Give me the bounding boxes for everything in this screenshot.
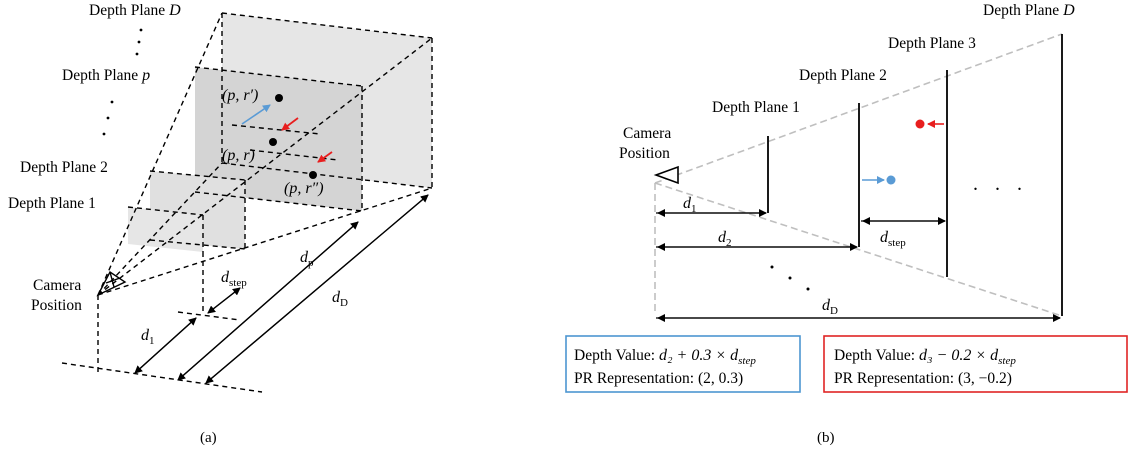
blue-info-box xyxy=(565,335,801,393)
blue-box-depth-value: Depth Value: d₂ + 0.3 × dstep xyxy=(574,347,756,367)
point-p-r-prime xyxy=(275,94,283,102)
dD-arrow-back xyxy=(205,194,429,384)
label-depth-plane-1-b: Depth Plane 1 xyxy=(712,99,800,116)
caption-a: (a) xyxy=(200,430,217,446)
label-depth-plane-1-a: Depth Plane 1 xyxy=(8,195,96,212)
label-depth-plane-D-a: Depth Plane D xyxy=(89,2,181,19)
dp-arrow-back xyxy=(177,221,359,381)
label-camera-b-line2: Position xyxy=(619,145,670,162)
panel-b: . . . Depth Plane D Depth Plane 3 Depth … xyxy=(565,2,1128,446)
label-depth-plane-p: Depth Plane p xyxy=(62,67,150,84)
red-info-box xyxy=(823,335,1128,393)
label-d1-b: d1 xyxy=(683,195,697,215)
point-p-r xyxy=(269,138,277,146)
red-arrow-a-1 xyxy=(281,117,299,131)
camera-icon-a xyxy=(96,270,127,297)
frustum-guides-b xyxy=(654,33,1063,317)
label-dstep-b: dstep xyxy=(880,229,906,249)
label-d2-b: d2 xyxy=(718,229,732,249)
blue-box-pr-representation: PR Representation: (2, 0.3) xyxy=(574,370,743,387)
label-dp: dp xyxy=(300,249,314,269)
camera-icon-b xyxy=(653,165,679,185)
frustum-dashed-lines xyxy=(61,12,433,393)
d1-arrow-back xyxy=(134,317,197,374)
label-depth-plane-2-a: Depth Plane 2 xyxy=(20,159,108,176)
dstep-arrow-back xyxy=(207,287,241,314)
label-depth-plane-2-b: Depth Plane 2 xyxy=(799,67,887,84)
red-box-depth-value: Depth Value: d₃ − 0.2 × dstep xyxy=(834,347,1016,367)
ellipsis-horizontal: . . . xyxy=(973,173,1028,195)
red-arrow-a-2 xyxy=(317,151,333,163)
label-dD-b: dD xyxy=(822,297,838,317)
label-point-p-r-dprime: (p, r″) xyxy=(284,180,324,197)
label-dD-a: dD xyxy=(332,289,348,309)
ellipsis-dots-upper xyxy=(135,28,143,56)
caption-b: (b) xyxy=(817,430,835,446)
label-camera-a-line2: Position xyxy=(31,297,82,314)
label-depth-plane-D-b: Depth Plane D xyxy=(983,2,1075,19)
ellipsis-dots-diagonal xyxy=(770,265,810,291)
label-point-p-r: (p, r) xyxy=(222,147,255,164)
depth-plane-p-face xyxy=(195,67,362,211)
label-depth-plane-3-b: Depth Plane 3 xyxy=(888,35,976,52)
ellipsis-dots-lower xyxy=(102,100,114,136)
red-box-pr-representation: PR Representation: (3, −0.2) xyxy=(834,370,1012,387)
label-camera-b-line1: Camera xyxy=(623,125,671,142)
depth-plane-1-face xyxy=(128,207,203,252)
label-camera-a-line1: Camera xyxy=(33,277,81,294)
label-point-p-r-prime: (p, r′) xyxy=(222,87,258,104)
blue-point xyxy=(886,175,896,185)
blue-arrow-a xyxy=(241,104,271,125)
point-p-r-dprime xyxy=(309,171,317,179)
label-dstep-a: dstep xyxy=(221,269,247,289)
red-point xyxy=(915,119,925,129)
panel-a: Depth Plane D Depth Plane p Depth Plane … xyxy=(8,2,433,446)
label-d1-a: d1 xyxy=(141,327,155,347)
